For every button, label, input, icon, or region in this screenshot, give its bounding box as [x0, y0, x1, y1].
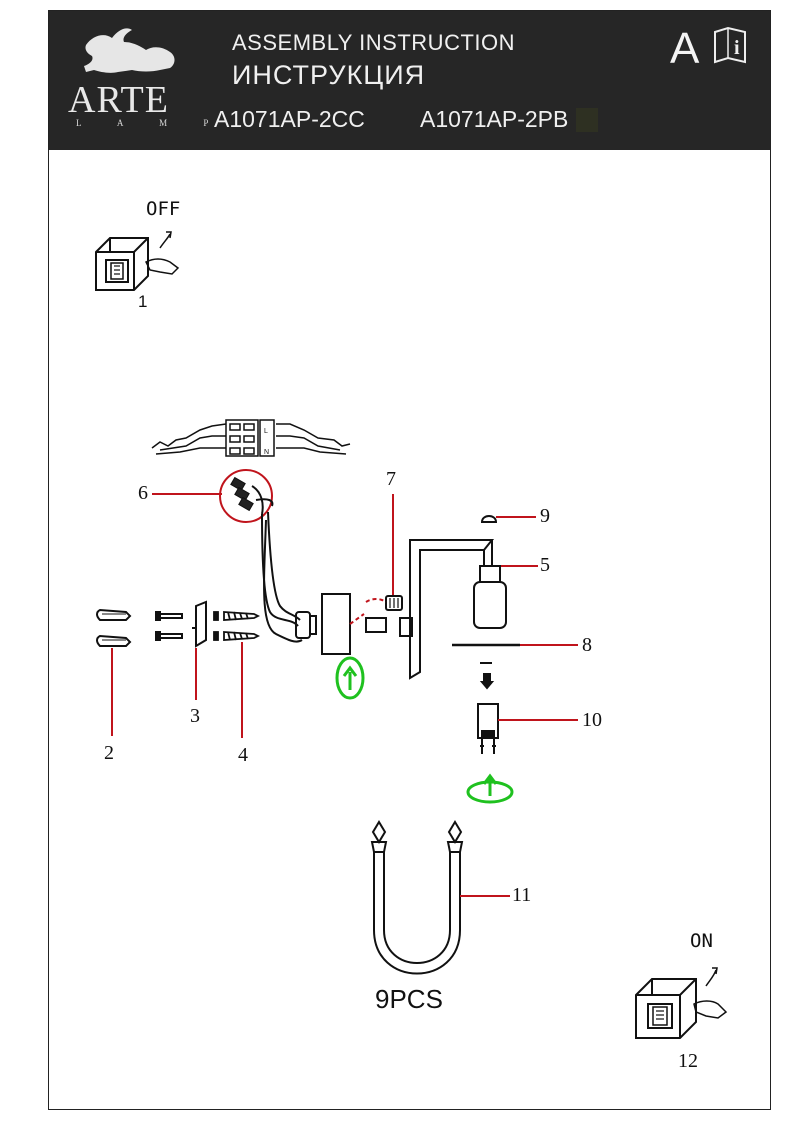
callout-3: 3	[190, 705, 200, 727]
info-book-icon: i	[714, 26, 746, 64]
callout-9: 9	[540, 505, 550, 527]
callout-4: 4	[238, 744, 248, 766]
callout-2: 2	[104, 742, 114, 764]
brand-subtitle: L A M P	[76, 118, 226, 128]
callout-10: 10	[582, 709, 602, 731]
title-russian: ИНСТРУКЦИЯ	[232, 60, 426, 90]
off-label: OFF	[146, 198, 181, 220]
brand-name: ARTE	[68, 79, 169, 121]
callout-5: 5	[540, 554, 550, 576]
model-color-chip	[576, 108, 598, 132]
model-code-2: A1071AP-2PB	[420, 106, 569, 132]
page-frame	[48, 10, 771, 1110]
quantity-label: 9PCS	[375, 984, 443, 1014]
callout-6: 6	[138, 482, 148, 504]
step-1-label: 1	[138, 292, 148, 311]
callout-11: 11	[512, 884, 532, 906]
model-code-1: A1071AP-2CC	[214, 106, 365, 132]
language-letter: A	[670, 24, 700, 73]
on-label: ON	[690, 930, 713, 952]
title-english: ASSEMBLY INSTRUCTION	[232, 30, 516, 55]
info-glyph: i	[734, 37, 740, 59]
step-12-label: 12	[678, 1050, 698, 1072]
callout-8: 8	[582, 634, 592, 656]
callout-7: 7	[386, 468, 396, 490]
